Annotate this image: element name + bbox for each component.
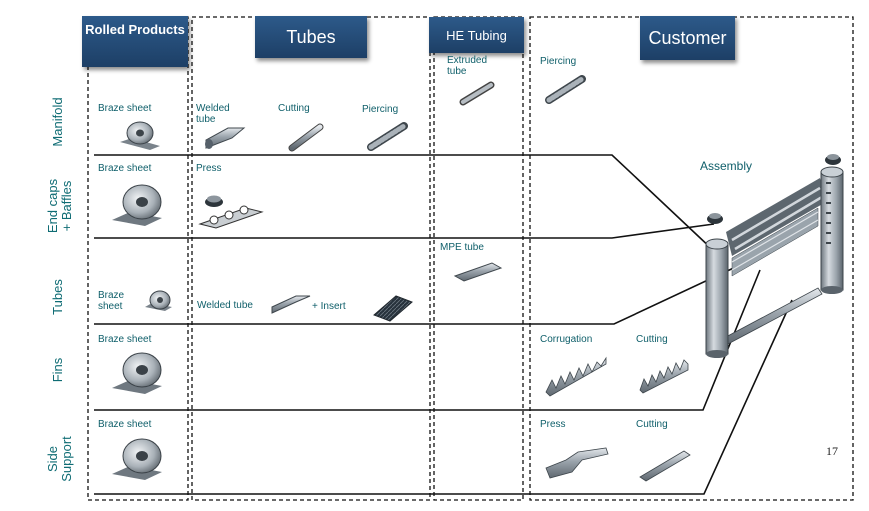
label-endcaps-press: Press: [196, 163, 222, 174]
braze-sheet-large-roll-icon: [112, 184, 162, 226]
press-endcaps-icon: [198, 195, 264, 229]
corrugated-fin-icon: [545, 356, 607, 397]
row-label-endcaps: End caps + Baffles: [45, 178, 74, 234]
label-manifold-cutting: Cutting: [278, 103, 310, 114]
label-tubes-braze-sheet: Braze sheet: [98, 290, 124, 312]
extruded-tube-icon: [459, 81, 495, 106]
tubes-header-label: Tubes: [286, 26, 336, 47]
insert-icon: [373, 295, 413, 322]
tubes-header: Tubes: [255, 16, 367, 58]
label-fins-braze-sheet: Braze sheet: [98, 334, 152, 345]
label-manifold-welded-tube: Welded tube: [196, 103, 230, 125]
row-label-tubes-text: Tubes: [50, 279, 65, 315]
label-side-press: Press: [540, 419, 566, 430]
welded-tube-icon: [205, 127, 246, 149]
row-label-fins: Fins: [50, 357, 65, 383]
side-braze-sheet-roll-icon: [112, 438, 162, 480]
customer-header: Customer: [640, 16, 735, 60]
pierced-tube-icon: [367, 122, 408, 151]
rolled-products-header: Rolled Products: [82, 16, 188, 67]
tubes-column-border: [191, 16, 431, 501]
label-endcaps-braze-sheet: Braze sheet: [98, 163, 152, 174]
label-tubes-welded-tube: Welded tube: [197, 300, 253, 311]
label-manifold-braze-sheet: Braze sheet: [98, 103, 152, 114]
customer-header-label: Customer: [648, 27, 727, 48]
label-extruded-tube-line1: Extruded: [447, 55, 488, 66]
label-manifold-welded-tube-line2: tube: [196, 114, 216, 125]
label-extruded-tube-line2: tube: [447, 66, 467, 77]
label-manifold-welded-tube-line1: Welded: [196, 103, 230, 114]
label-extruded-tube: Extruded tube: [447, 55, 487, 77]
he-tubing-header: HE Tubing: [429, 17, 524, 53]
tubes-row-line: [94, 264, 741, 325]
he-tubing-header-label: HE Tubing: [446, 27, 507, 43]
row-label-endcaps-line2: + Baffles: [59, 180, 74, 232]
label-manifold-piercing: Piercing: [362, 104, 399, 115]
row-label-manifold-text: Manifold: [50, 97, 65, 147]
row-label-fins-text: Fins: [50, 357, 65, 383]
customer-pierced-tube-icon: [545, 75, 586, 104]
cut-side-support-icon: [639, 450, 691, 482]
label-fins-corrugation: Corrugation: [540, 334, 593, 345]
row-lines: [94, 154, 793, 495]
row-label-side-support-line1: Side: [45, 445, 60, 473]
endcaps-row-line: [94, 223, 715, 239]
label-fins-cutting: Cutting: [636, 334, 668, 345]
tubes-welded-tube-icon: [271, 295, 311, 314]
manifold-row-line: [94, 154, 715, 252]
label-tubes-braze-sheet-line2: sheet: [98, 301, 123, 312]
row-label-side-support: Side Support: [45, 436, 74, 482]
label-tubes-insert: + Insert: [312, 301, 346, 312]
page-number: 17: [826, 444, 838, 458]
cut-fin-icon: [639, 359, 689, 394]
label-tubes-braze-sheet-line1: Braze: [98, 290, 125, 301]
label-assembly: Assembly: [700, 159, 753, 173]
braze-sheet-small-roll-icon: [145, 290, 172, 311]
row-label-endcaps-line1: End caps: [45, 178, 60, 234]
side-support-row-line: [94, 299, 793, 495]
braze-sheet-roll-icon: [120, 121, 160, 150]
assembly-heat-exchanger-icon: [705, 154, 844, 358]
pressed-side-support-icon: [545, 447, 609, 479]
fins-row-line: [94, 269, 761, 411]
rolled-products-header-label: Rolled Products: [85, 22, 185, 37]
label-side-braze-sheet: Braze sheet: [98, 419, 152, 430]
label-customer-piercing: Piercing: [540, 56, 577, 67]
cut-tube-icon: [288, 123, 324, 152]
row-label-manifold: Manifold: [50, 97, 65, 147]
row-label-tubes: Tubes: [50, 279, 65, 315]
row-label-side-support-line2: Support: [59, 436, 74, 482]
mpe-tube-icon: [453, 262, 503, 282]
label-mpe-tube: MPE tube: [440, 242, 484, 253]
fins-braze-sheet-roll-icon: [112, 352, 162, 394]
label-side-cutting: Cutting: [636, 419, 668, 430]
